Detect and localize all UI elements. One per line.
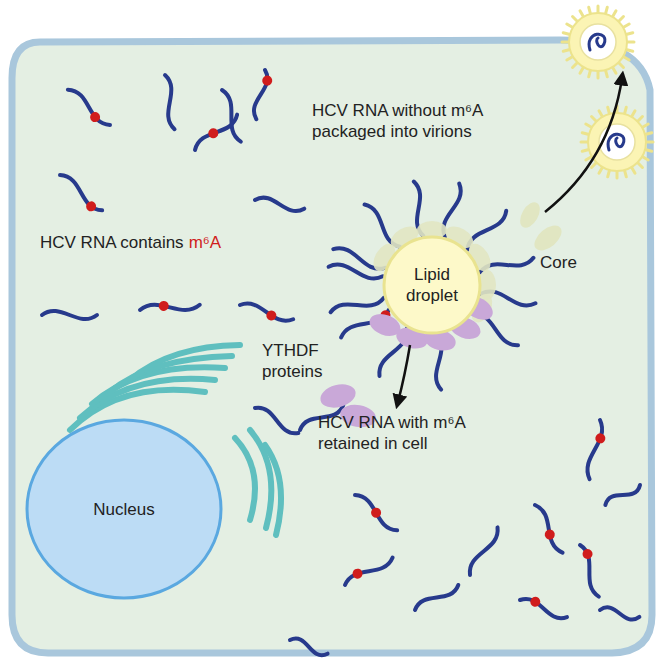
node-shape <box>384 237 480 333</box>
m6a-mark <box>88 110 102 124</box>
er-membrane <box>110 356 232 392</box>
rna-line <box>343 554 395 589</box>
rna-line <box>586 419 604 479</box>
virion-capsid <box>599 124 635 160</box>
er-membrane <box>92 367 225 404</box>
er-membrane <box>265 445 281 535</box>
er-membrane <box>130 345 240 380</box>
rna-strand <box>603 482 642 509</box>
rna-line <box>218 89 244 143</box>
rna-line <box>467 525 502 577</box>
rna-line <box>57 172 104 214</box>
rna-line <box>140 301 200 314</box>
nucleus: Nucleus <box>25 418 223 600</box>
rna-strand <box>519 592 570 621</box>
rna-line <box>532 503 567 555</box>
rna-strand <box>330 294 385 316</box>
virion <box>581 106 653 178</box>
m6a-mark <box>543 528 557 542</box>
rna-line <box>599 606 640 621</box>
m6a-mark <box>84 199 98 213</box>
rna-strand <box>42 311 97 319</box>
m6a-mark <box>581 548 594 561</box>
node-label: Nucleus <box>93 499 154 520</box>
m6a-mark <box>265 309 277 321</box>
m6a-mark <box>206 126 220 140</box>
virion <box>562 6 634 78</box>
node-label: Lipid droplet <box>392 264 472 306</box>
rna-strand <box>191 110 240 153</box>
rna-line <box>603 482 642 509</box>
rna-strand <box>54 172 105 217</box>
rna-line <box>330 294 385 316</box>
node-outline <box>382 235 482 335</box>
rna-line <box>413 582 460 614</box>
er-membrane <box>235 438 255 520</box>
rna-strand <box>218 89 244 143</box>
rna-strand <box>253 405 300 437</box>
m6a-mark <box>158 300 169 311</box>
rna-strand <box>352 491 401 534</box>
rna-line <box>65 87 112 129</box>
rna-line <box>576 544 602 598</box>
rna-strand <box>529 503 566 556</box>
rna-line <box>519 596 569 621</box>
m6a-mark <box>261 75 273 87</box>
rna-strand <box>139 298 200 314</box>
virion-envelope <box>588 113 646 171</box>
rna-line <box>289 636 329 657</box>
rna-line <box>42 311 97 319</box>
export-arrow <box>545 78 622 212</box>
virion-rna <box>589 34 605 50</box>
core-protein <box>516 199 544 231</box>
rna-strand <box>254 196 305 213</box>
rna-line <box>352 492 399 534</box>
core-protein <box>530 221 566 255</box>
rna-strand <box>161 74 179 130</box>
virion-envelope <box>569 13 627 71</box>
part-label: YTHDF proteins <box>262 340 342 382</box>
rna-strand <box>599 606 640 621</box>
rna-strand <box>252 69 274 121</box>
virions <box>562 6 653 178</box>
rna-strand <box>62 87 112 132</box>
rna-strand <box>289 636 329 657</box>
rna-strand <box>341 550 395 588</box>
virion-rna <box>608 134 624 150</box>
node-shape <box>27 420 221 598</box>
m6a-mark <box>351 567 365 581</box>
cell-membrane <box>12 40 652 653</box>
rna-line <box>253 405 300 437</box>
rna-line <box>254 196 305 213</box>
rna-strand <box>413 582 460 614</box>
m6a-text: m⁶A <box>189 232 222 253</box>
rna-strand <box>467 525 502 577</box>
m6a-mark <box>529 595 542 608</box>
rna-strand <box>576 542 607 598</box>
rna-line <box>192 112 239 154</box>
rna-line <box>239 301 294 323</box>
rna-strand <box>238 301 294 326</box>
rna-line <box>161 74 179 130</box>
retain-arrow <box>398 345 410 402</box>
rna-strand <box>586 419 609 480</box>
m6a-mark <box>369 506 383 520</box>
note-text: HCV RNA contains <box>40 232 184 253</box>
note-text: HCV RNA without m⁶A packaged into virion… <box>312 100 527 142</box>
note-text: HCV RNA with m⁶A retained in cell <box>318 412 523 454</box>
lipid-droplet: Lipid droplet <box>382 235 482 335</box>
m6a-mark <box>595 433 607 445</box>
virion-capsid <box>580 24 616 60</box>
part-label: Core <box>540 252 577 273</box>
